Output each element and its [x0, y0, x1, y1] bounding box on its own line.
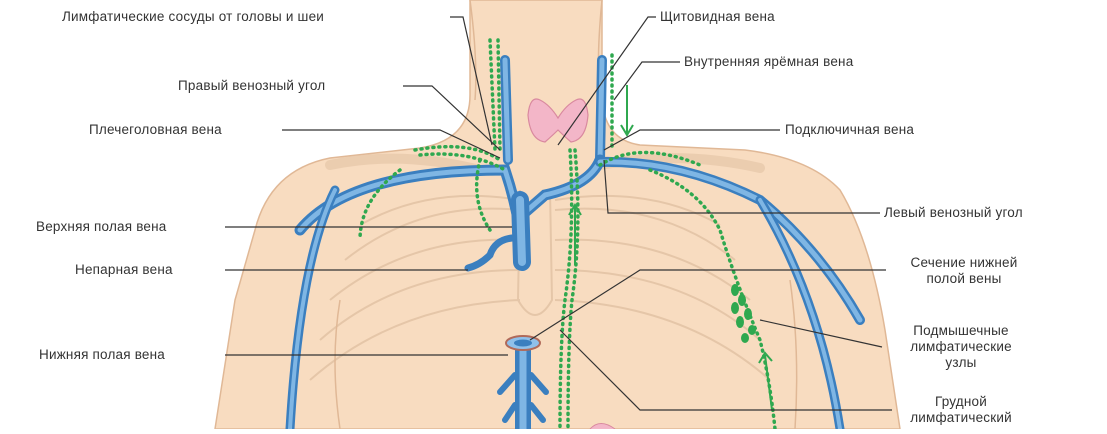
label-superior-vena-cava: Верхняя полая вена: [36, 219, 167, 235]
label-thoracic-duct: Грудной лимфатический: [886, 394, 1036, 426]
label-ivc-section: Сечение нижней полой вены: [888, 255, 1040, 287]
label-inferior-vena-cava: Нижняя полая вена: [39, 347, 165, 363]
label-lymph-head-neck: Лимфатические сосуды от головы и шеи: [62, 9, 324, 25]
label-azygos: Непарная вена: [75, 262, 173, 278]
label-axillary-line3: узлы: [886, 355, 1036, 371]
label-axillary-line2: лимфатические: [886, 339, 1036, 355]
label-ivc-section-line1: Сечение нижней: [888, 255, 1040, 271]
label-thoracic-line1: Грудной: [886, 394, 1036, 410]
label-thoracic-line2: лимфатический: [886, 410, 1036, 426]
label-subclavian: Подключичная вена: [785, 122, 914, 138]
label-axillary-nodes: Подмышечные лимфатические узлы: [886, 323, 1036, 371]
label-left-venous-angle: Левый венозный угол: [884, 205, 1023, 221]
label-internal-jugular: Внутренняя ярёмная вена: [684, 54, 853, 70]
label-brachiocephalic: Плечеголовная вена: [89, 122, 222, 138]
label-axillary-line1: Подмышечные: [886, 323, 1036, 339]
label-right-venous-angle: Правый венозный угол: [178, 78, 325, 94]
label-thyroid-vein: Щитовидная вена: [660, 9, 775, 25]
label-ivc-section-line2: полой вены: [888, 271, 1040, 287]
corner-fade: [0, 398, 160, 429]
